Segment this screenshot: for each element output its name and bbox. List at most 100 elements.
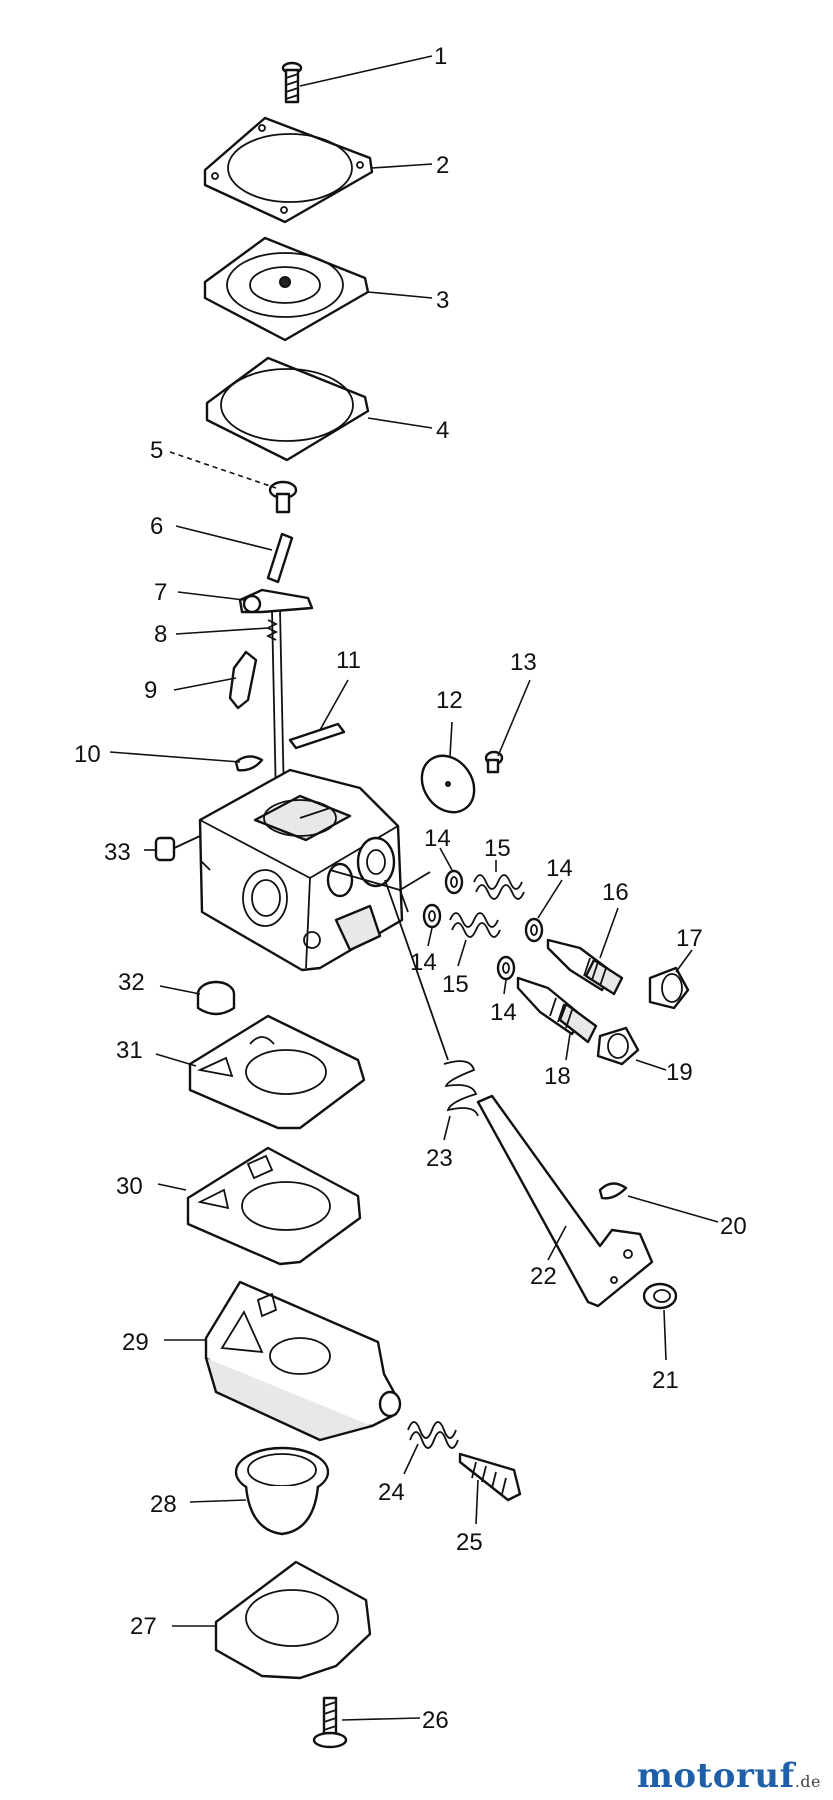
callout-19: 19 (666, 1059, 693, 1086)
part-screw-lever (268, 480, 298, 514)
part-pump-diaphragm (203, 236, 370, 342)
part-limiter-cap-17 (648, 966, 690, 1010)
callout-1: 1 (434, 43, 447, 70)
leader-30 (157, 1183, 187, 1191)
leader-21 (663, 1309, 667, 1361)
callout-33: 33 (104, 839, 131, 866)
part-control-lever (238, 588, 314, 614)
callout-5: 5 (150, 437, 163, 464)
callout-28: 28 (150, 1491, 177, 1518)
callout-27: 27 (130, 1613, 157, 1640)
leader-14c (537, 879, 563, 919)
watermark-name: motoruf (636, 1756, 795, 1796)
leader-10 (109, 751, 241, 763)
callout-2: 2 (436, 152, 449, 179)
callout-14d: 14 (490, 999, 517, 1026)
leader-25 (475, 1479, 479, 1525)
part-inlet-needle (228, 650, 258, 710)
callout-3: 3 (436, 287, 449, 314)
callout-14b: 14 (410, 949, 437, 976)
callout-14a: 14 (424, 825, 451, 852)
callout-15b: 15 (442, 971, 469, 998)
callout-26: 26 (422, 1707, 449, 1734)
leader-6 (175, 525, 273, 551)
part-clip-10 (234, 755, 264, 772)
part-metering-gasket (188, 1014, 366, 1130)
part-pump-cover (203, 116, 374, 224)
part-clip-20 (598, 1182, 628, 1200)
part-carburetor-body (169, 768, 404, 972)
callout-13: 13 (510, 649, 537, 676)
callout-10: 10 (74, 741, 101, 768)
callout-8: 8 (154, 621, 167, 648)
part-adjust-springs (449, 874, 525, 938)
leader-17 (675, 949, 693, 973)
part-gasket-top (205, 356, 370, 462)
leader-7 (177, 591, 245, 601)
part-needle-spring (265, 609, 285, 801)
callout-17: 17 (676, 925, 703, 952)
part-choke-shaft (476, 1094, 654, 1308)
leader-18 (565, 1033, 571, 1061)
part-high-speed-needle (546, 938, 624, 996)
leader-15b (457, 939, 467, 967)
leader-16 (599, 907, 619, 959)
leader-32 (159, 985, 201, 995)
part-choke-spring (443, 1060, 479, 1117)
part-screw-disc (484, 750, 504, 774)
watermark-logo: motoruf.de (637, 1756, 821, 1796)
callout-31: 31 (116, 1037, 143, 1064)
callout-9: 9 (144, 677, 157, 704)
leader-22 (547, 1225, 567, 1261)
leader-14a (439, 847, 453, 871)
leader-14b (427, 927, 433, 947)
part-screw-bottom (312, 1696, 348, 1749)
callout-24: 24 (378, 1479, 405, 1506)
leader-19 (635, 1059, 667, 1071)
leader-1 (299, 55, 433, 87)
callout-32: 32 (118, 969, 145, 996)
part-metering-plate (186, 1146, 362, 1266)
callout-18: 18 (544, 1063, 571, 1090)
callout-22: 22 (530, 1263, 557, 1290)
callout-6: 6 (150, 513, 163, 540)
leader-3 (367, 291, 433, 299)
part-pump-body (204, 1280, 402, 1442)
leader-14d (503, 979, 507, 995)
leader-20 (627, 1195, 719, 1223)
callout-12: 12 (436, 687, 463, 714)
callout-21: 21 (652, 1367, 679, 1394)
part-idle-screw (458, 1452, 522, 1502)
part-screen (288, 722, 346, 750)
leader-13 (497, 679, 531, 757)
leader-4 (367, 417, 433, 429)
callout-20: 20 (720, 1213, 747, 1240)
leader-5 (169, 451, 277, 489)
callout-7: 7 (154, 579, 167, 606)
part-plug (154, 836, 176, 862)
part-limiter-cap-19 (596, 1026, 640, 1066)
part-primer-bulb (234, 1446, 330, 1536)
leader-26 (341, 1717, 421, 1721)
leader-31 (155, 1053, 197, 1067)
part-screw-top (281, 61, 303, 104)
leader-9 (173, 677, 237, 691)
callout-25: 25 (456, 1529, 483, 1556)
leader-28 (189, 1499, 247, 1503)
part-choke-knob (642, 1282, 678, 1310)
part-bulb-retainer (214, 1560, 372, 1680)
part-throttle-link (329, 869, 449, 1061)
callout-15a: 15 (484, 835, 511, 862)
callout-29: 29 (122, 1329, 149, 1356)
part-low-speed-needle (516, 976, 598, 1044)
leader-24 (403, 1443, 419, 1475)
leader-11 (319, 679, 349, 731)
watermark-tld: .de (794, 1772, 821, 1791)
leader-2 (371, 163, 433, 169)
callout-11: 11 (336, 647, 361, 674)
part-throttle-disc (420, 754, 476, 814)
part-pump-spring (407, 1421, 459, 1449)
callout-16: 16 (602, 879, 629, 906)
part-welch-plug (196, 980, 236, 1016)
